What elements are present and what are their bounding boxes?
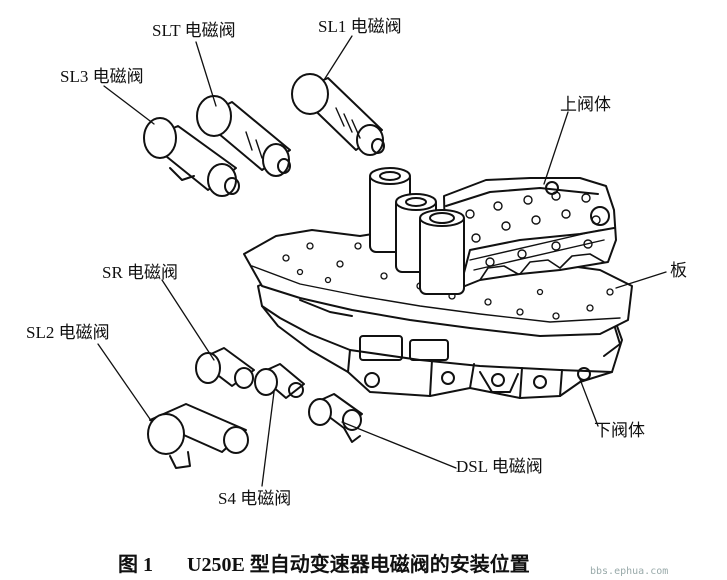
leader-sl1 (323, 35, 353, 81)
leader-plate (615, 271, 667, 289)
sl3-solenoid (143, 117, 240, 197)
label-upper-valve-body: 上阀体 (560, 95, 611, 114)
leader-slt (195, 41, 217, 107)
label-sl3-solenoid: SL3 电磁阀 (60, 67, 144, 86)
sl1-solenoid (291, 73, 385, 156)
label-plate: 板 (670, 261, 687, 280)
leader-s4 (261, 391, 275, 487)
figure-number: 图 1 (118, 554, 153, 576)
label-lower-valve-body: 下阀体 (594, 421, 645, 440)
figure-title: U250E 型自动变速器电磁阀的安装位置 (187, 554, 530, 576)
watermark-text: bbs.ephua.com (590, 566, 669, 577)
label-dsl-solenoid: DSL 电磁阀 (456, 457, 543, 476)
label-sl1-solenoid: SL1 电磁阀 (318, 17, 402, 36)
upper-valve-body (369, 167, 617, 295)
slt-solenoid (196, 95, 291, 177)
label-sr-solenoid: SR 电磁阀 (102, 263, 179, 282)
leader-dsl (341, 421, 457, 469)
leader-lines (97, 35, 667, 487)
sr-solenoid (195, 347, 255, 389)
leader-sr (161, 279, 215, 361)
sl2-solenoid (147, 403, 249, 469)
label-sl2-solenoid: SL2 电磁阀 (26, 323, 110, 342)
leader-lower-body (577, 373, 599, 427)
leader-upper-body (543, 111, 569, 185)
label-slt-solenoid: SLT 电磁阀 (152, 21, 236, 40)
dsl-solenoid (308, 393, 363, 443)
figure-caption: 图 1 U250E 型自动变速器电磁阀的安装位置 (118, 548, 530, 577)
label-s4-solenoid: S4 电磁阀 (218, 489, 292, 508)
s4-solenoid (254, 363, 305, 399)
leader-sl3 (103, 85, 155, 125)
leader-sl2 (97, 343, 153, 423)
